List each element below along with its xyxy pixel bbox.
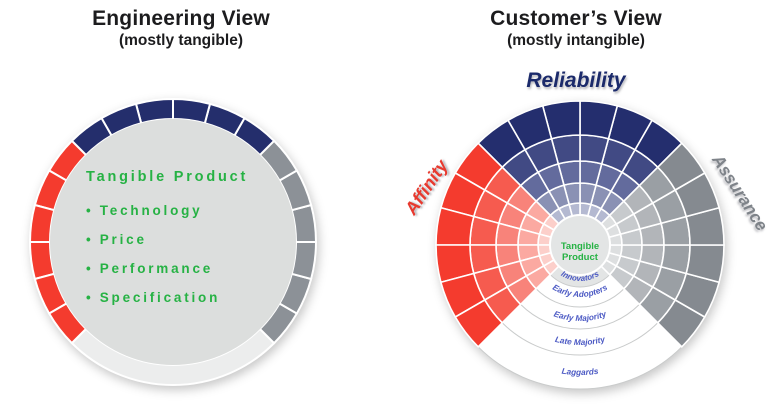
tangible-product-items: • Technology • Price • Performance • Specificat… [86,196,248,312]
adoption-ring-label: Laggards [561,366,599,377]
bullet-icon: • [86,232,91,247]
adoption-ring-label-text: Late Majority [554,334,606,347]
ring-boundary-arc [549,274,611,288]
bullet-icon: • [86,261,91,276]
list-item-label: Performance [99,261,214,276]
adoption-ring-label-text: Early Majority [553,308,608,323]
list-item: • Specification [86,283,248,312]
engineering-wheel [28,97,318,386]
tangible-product-heading: Tangible Product [86,169,249,185]
list-item: • Performance [86,254,248,283]
affinity-sector [454,298,504,348]
ring-boundary-arc [535,288,625,308]
center-circle [549,214,611,276]
center-label-line2: Product [562,252,599,263]
tangible-product-list: Tangible Product • Technology • Price • Perfo… [86,169,248,312]
ring-boundary-arc [520,304,640,330]
list-item-label: Specification [99,290,221,305]
engineering-title-block: Engineering View (mostly tangible) [0,7,373,50]
engineering-subtitle: (mostly tangible) [118,31,243,49]
engineering-title: Engineering View [92,7,270,30]
adoption-ring-label: Innovators [560,269,601,283]
assurance-sector [656,142,706,192]
adoption-ring-label-text: Innovators [560,269,601,283]
engineering-panel: Engineering View (mostly tangible) Tangi… [0,7,373,386]
engineering-inner-circle [50,119,296,365]
customer-subtitle: (mostly intangible) [507,31,645,49]
list-item-label: Technology [99,203,203,218]
list-item-label: Price [99,232,147,247]
list-item: • Technology [86,196,248,225]
customer-title-block: Customer’s View (mostly intangible) [384,7,768,50]
customer-title: Customer’s View [490,7,662,30]
bullet-icon: • [86,290,91,305]
bullet-icon: • [86,203,91,218]
adoption-ring-label: Early Majority [553,308,608,323]
list-item: • Price [86,225,248,254]
adoption-ring-label: Late Majority [554,334,606,347]
ring-boundary-arc [501,322,659,356]
adoption-ring-label-text: Laggards [561,366,599,377]
center-label-line1: Tangible [561,241,599,252]
reliability-label: Reliability [526,69,626,92]
customer-panel: Customer’s View (mostly intangible) Reli… [384,0,768,404]
ring-boundary-arc [477,346,683,390]
